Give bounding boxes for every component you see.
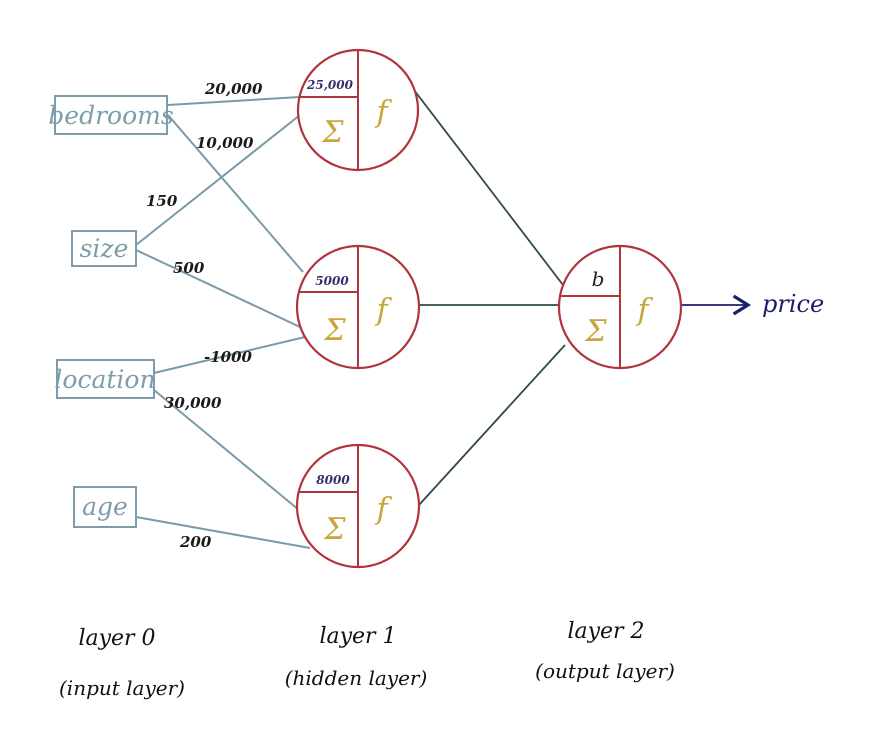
input-node-bedrooms: bedrooms: [48, 95, 174, 135]
weight-label: 30,000: [164, 394, 222, 412]
weight-label: 10,000: [196, 134, 254, 152]
bias-label: 25,000: [306, 78, 354, 92]
hidden-neuron-1: 25,000 Σ f: [296, 48, 420, 172]
layer-subtitle: (hidden layer): [285, 666, 428, 690]
edge-bedrooms-h2: [167, 114, 304, 273]
bias-label: b: [592, 267, 605, 291]
input-label: location: [54, 365, 155, 394]
hidden-neuron-2: 5000 Σ f: [295, 244, 421, 370]
bias-label: 5000: [315, 274, 349, 288]
sum-symbol: Σ: [323, 313, 346, 348]
edge-h1-out: [413, 89, 564, 286]
weight-label: 500: [173, 259, 205, 277]
input-label: size: [80, 234, 129, 263]
edge-size-h2: [135, 249, 301, 328]
edge-age-h3: [135, 516, 311, 549]
layer-title: layer 0: [78, 626, 155, 651]
layer-1-caption: layer 1 (hidden layer): [285, 624, 428, 690]
weight-label: 20,000: [204, 80, 263, 98]
layer-subtitle: (output layer): [535, 659, 675, 683]
hidden-neuron-3: 8000 Σ f: [295, 443, 421, 569]
input-node-size: size: [71, 230, 137, 267]
layer-subtitle: (input layer): [59, 676, 185, 700]
layer-2-caption: layer 2 (output layer): [535, 619, 675, 683]
edge-h3-out: [418, 344, 566, 506]
bias-label: 8000: [316, 473, 350, 487]
layer-title: layer 2: [567, 619, 644, 644]
input-label: bedrooms: [48, 101, 173, 130]
input-label: age: [82, 492, 128, 521]
edge-location-h3: [153, 389, 306, 516]
edge-bedrooms-h1: [167, 96, 301, 106]
layer-title: layer 1: [319, 624, 396, 649]
input-node-location: location: [54, 359, 156, 399]
layer-0-caption: layer 0 (input layer): [59, 626, 185, 700]
weight-label: 200: [179, 533, 212, 551]
output-neuron: b Σ f: [557, 244, 683, 370]
edge-location-h2: [153, 336, 306, 374]
edge-size-h1: [135, 114, 301, 246]
weight-label: 150: [146, 192, 178, 210]
sum-symbol: Σ: [323, 512, 346, 547]
sum-symbol: Σ: [584, 314, 607, 349]
input-node-age: age: [73, 486, 137, 528]
output-label: price: [762, 290, 824, 318]
sum-symbol: Σ: [321, 115, 344, 150]
weight-label: -1000: [204, 348, 253, 366]
